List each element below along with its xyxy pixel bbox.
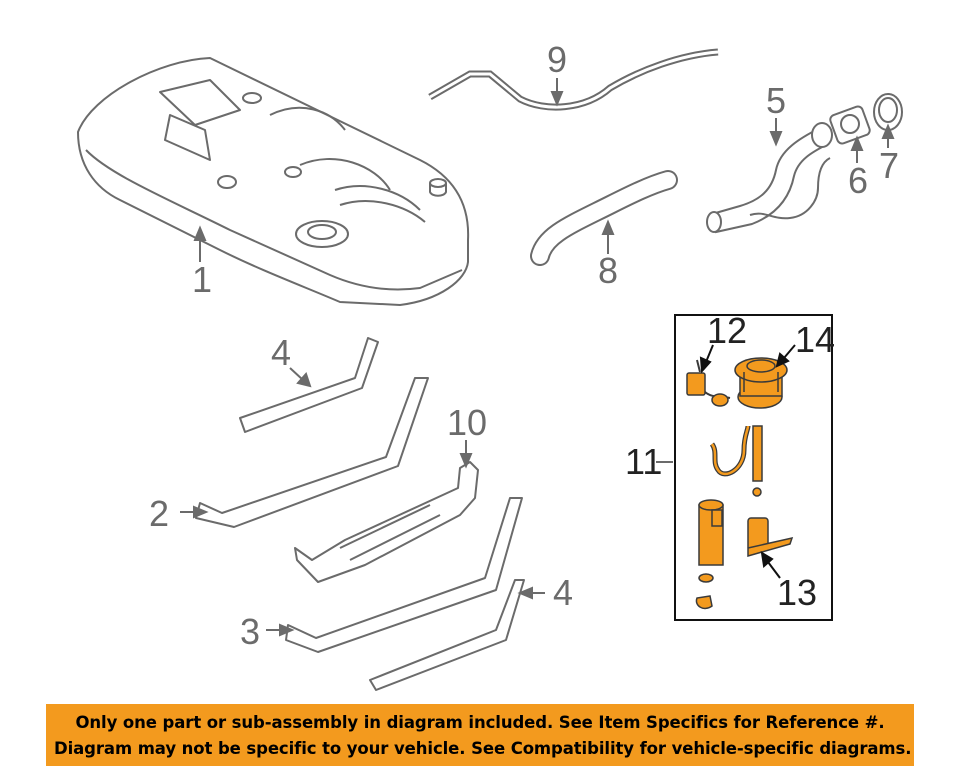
callout-6: 6 xyxy=(848,160,869,201)
callout-5: 5 xyxy=(766,80,787,121)
fuel-pump xyxy=(695,499,724,610)
fuel-level-sender xyxy=(686,359,731,407)
fuel-pump-tube xyxy=(752,425,763,497)
pump-bracket-top xyxy=(734,357,788,409)
filler-pipe xyxy=(706,122,833,234)
callout-4-upper: 4 xyxy=(271,332,292,373)
disclaimer-line-2: Diagram may not be specific to your vehi… xyxy=(54,739,912,758)
callout-2: 2 xyxy=(149,493,170,534)
leader-lines xyxy=(180,78,895,637)
callout-13: 13 xyxy=(777,572,818,613)
callout-12: 12 xyxy=(707,310,748,351)
callout-10: 10 xyxy=(447,402,488,443)
callout-9: 9 xyxy=(547,39,568,80)
filler-neck-gasket xyxy=(829,105,871,145)
disclaimer-banner: Only one part or sub-assembly in diagram… xyxy=(46,704,914,766)
callout-14: 14 xyxy=(795,319,836,360)
callout-8: 8 xyxy=(598,250,619,291)
vent-hose xyxy=(428,48,719,111)
callout-3: 3 xyxy=(240,611,261,652)
leader-lines-box xyxy=(699,344,796,579)
callout-4-lower: 4 xyxy=(553,572,574,613)
fuel-tank xyxy=(77,57,470,306)
callout-7: 7 xyxy=(879,145,900,186)
disclaimer-line-1: Only one part or sub-assembly in diagram… xyxy=(75,713,885,732)
wire-harness-fill xyxy=(710,425,750,476)
tank-straps xyxy=(195,337,525,691)
callout-1: 1 xyxy=(192,259,213,300)
callout-11: 11 xyxy=(625,441,663,482)
filler-hose xyxy=(530,170,678,266)
fuel-pump-assembly-box xyxy=(674,314,833,621)
fuel-strainer xyxy=(747,517,794,557)
